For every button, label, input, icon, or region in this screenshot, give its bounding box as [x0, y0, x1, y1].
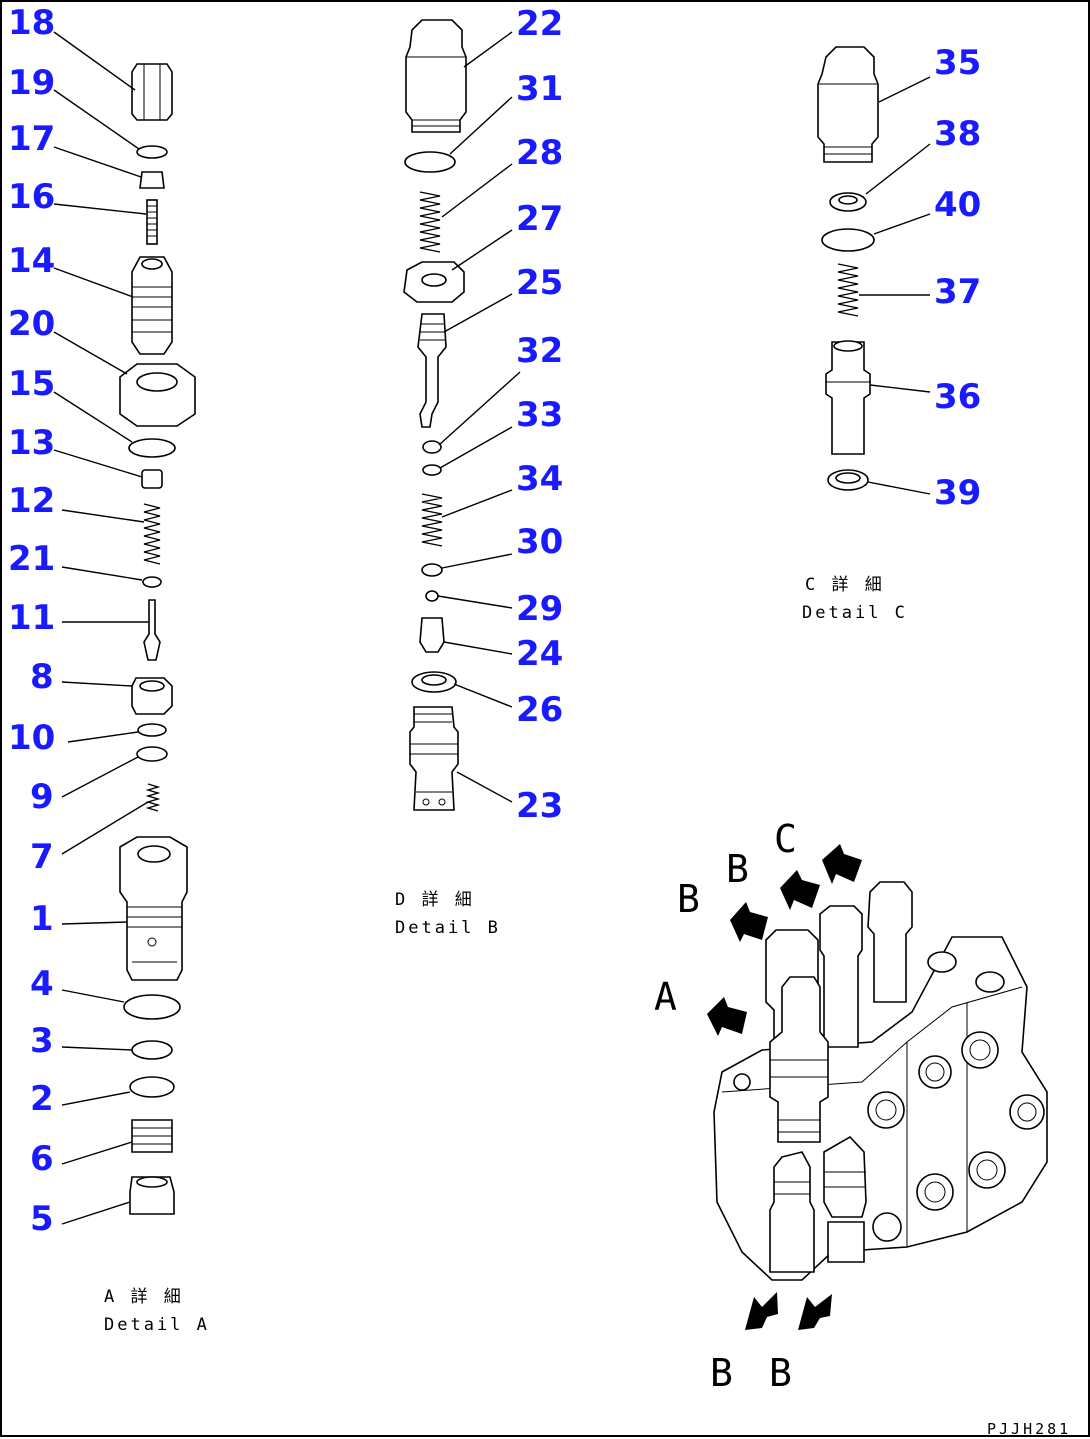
callout-14: 14	[8, 241, 55, 281]
callout-6: 6	[30, 1139, 54, 1179]
callout-11: 11	[8, 598, 55, 638]
callout-19: 19	[8, 63, 55, 103]
callout-24: 24	[516, 634, 563, 674]
callout-37: 37	[934, 272, 981, 312]
arrow-label-a: A	[654, 975, 677, 1019]
valve-assembly	[713, 881, 1048, 1281]
detail-b-parts	[403, 19, 467, 811]
callout-22: 22	[516, 4, 563, 44]
arrow-label-c: C	[774, 817, 797, 861]
callout-1: 1	[30, 899, 54, 939]
callout-34: 34	[516, 459, 563, 499]
detail-b-en-label: Detail B	[395, 918, 501, 938]
detail-c-jp-label: C 詳 細	[805, 575, 885, 595]
callout-26: 26	[516, 690, 563, 730]
callout-39: 39	[934, 473, 981, 513]
callout-7: 7	[30, 837, 54, 877]
detail-c-en-label: Detail C	[802, 603, 908, 623]
detail-a-leaders	[53, 31, 149, 1225]
callout-13: 13	[8, 423, 55, 463]
callout-10: 10	[8, 718, 55, 758]
detail-b-callouts: 22 31 28 27 25 32 33 34 30 29 24 26 23	[516, 4, 563, 826]
detail-c-leaders	[859, 76, 931, 495]
drawing-code: PJJH281	[987, 1420, 1071, 1438]
detail-b-jp-label: D 詳 細	[395, 890, 475, 910]
callout-40: 40	[934, 185, 981, 225]
detail-b-leaders	[437, 31, 521, 803]
callout-16: 16	[8, 177, 55, 217]
detail-a-callouts: 18 19 17 16 14 20 15 13 12 21 11 8 10 9 …	[8, 3, 55, 1239]
callout-8: 8	[30, 657, 54, 697]
callout-33: 33	[516, 395, 563, 435]
callout-32: 32	[516, 331, 563, 371]
callout-4: 4	[30, 964, 54, 1004]
callout-29: 29	[516, 589, 563, 629]
arrow-label-b-left: B	[677, 877, 700, 921]
callout-5: 5	[30, 1199, 54, 1239]
detail-a-jp-label: A 詳 細	[104, 1287, 184, 1307]
callout-17: 17	[8, 119, 55, 159]
callout-31: 31	[516, 69, 563, 109]
arrow-label-b-bottom-right: B	[769, 1351, 792, 1395]
arrow-label-b-bottom-left: B	[710, 1351, 733, 1395]
callout-35: 35	[934, 43, 981, 83]
callout-38: 38	[934, 114, 981, 154]
arrow-label-b-mid: B	[726, 847, 749, 891]
view-arrows	[707, 844, 862, 1330]
detail-c-callouts: 35 38 40 37 36 39	[934, 43, 981, 513]
callout-28: 28	[516, 133, 563, 173]
detail-a-parts	[119, 63, 196, 1215]
callout-30: 30	[516, 522, 563, 562]
detail-c-parts	[817, 46, 879, 491]
callout-20: 20	[8, 304, 55, 344]
callout-27: 27	[516, 199, 563, 239]
callout-36: 36	[934, 377, 981, 417]
callout-12: 12	[8, 481, 55, 521]
callout-2: 2	[30, 1079, 54, 1119]
callout-15: 15	[8, 364, 55, 404]
detail-a-en-label: Detail A	[104, 1315, 210, 1335]
callout-23: 23	[516, 786, 563, 826]
callout-3: 3	[30, 1021, 54, 1061]
callout-18: 18	[8, 3, 55, 43]
callout-9: 9	[30, 777, 54, 817]
callout-25: 25	[516, 263, 563, 303]
callout-21: 21	[8, 539, 55, 579]
